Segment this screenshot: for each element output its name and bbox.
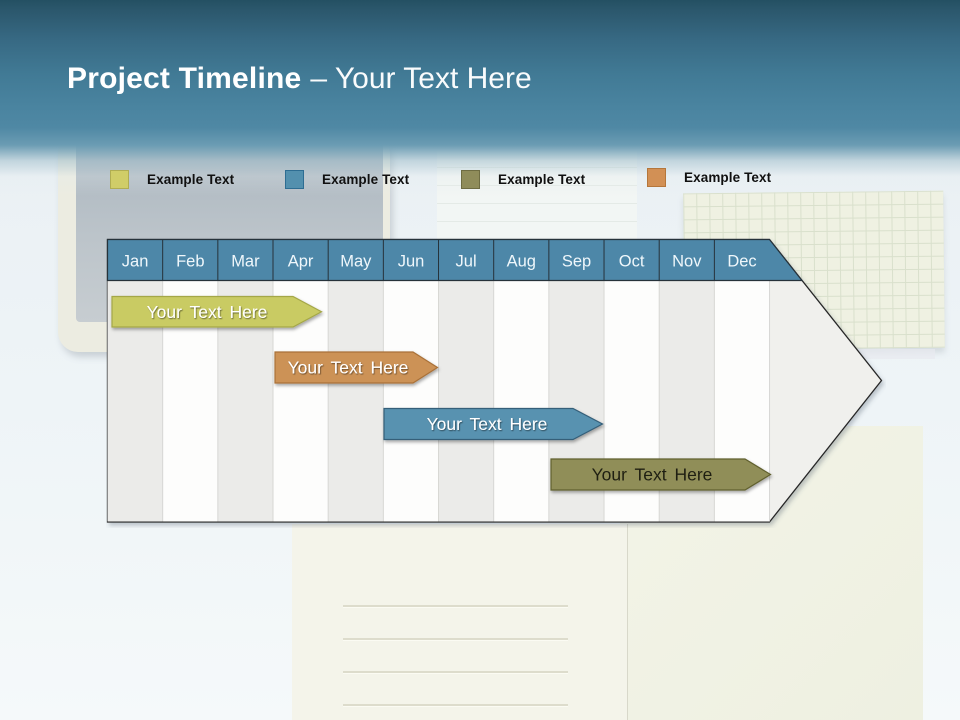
bar-arrow-green [111,295,323,328]
timeline-bar-orange: Your Text Here [274,351,439,384]
month-label: Nov [672,253,702,271]
bar-arrow-olive [550,458,772,491]
note-ruled-line [343,671,568,674]
bar-label: Your Text Here [288,357,409,377]
legend-label: Example Text [147,172,235,187]
timeline-chart: Jan Feb Mar Apr May Jun Jul Aug Sep Oct … [106,238,883,523]
title-band [0,0,960,196]
title-main: Project Timeline [67,62,302,95]
legend-swatch-blue [285,170,304,189]
bar-arrow-blue [383,407,604,441]
month-label: Mar [231,253,260,271]
legend-swatch-olive [461,170,480,189]
legend-label: Example Text [684,170,772,185]
month-label: Dec [727,253,756,271]
month-label: Oct [619,253,645,271]
bar-arrow-orange [274,351,439,384]
month-label: Jan [122,253,149,271]
bar-label: Your Text Here [427,414,548,434]
month-label: May [340,253,372,271]
month-label: Jul [456,253,477,271]
background-bottom-note-sheet [292,524,628,720]
month-header: Jan Feb Mar Apr May Jun Jul Aug Sep Oct … [106,238,804,282]
bar-label: Your Text Here [147,302,268,322]
timeline-bar-olive: Your Text Here [550,458,772,491]
note-ruled-line [343,638,568,641]
month-label: Aug [507,253,536,271]
bar-label: Your Text Here [592,464,713,484]
timeline-bar-green: Your Text Here [111,295,323,328]
title-suffix: – Your Text Here [310,62,532,95]
legend-swatch-green [110,170,129,189]
legend-item: Example Text [110,170,234,189]
legend-label: Example Text [498,172,586,187]
slide-title: Project Timeline– Your Text Here [67,60,532,98]
note-ruled-line [343,704,568,707]
legend-label: Example Text [322,172,410,187]
legend-item: Example Text [285,170,409,189]
legend-swatch-orange [647,168,666,187]
month-label: Sep [562,253,591,271]
month-label: Jun [398,253,425,271]
legend-item: Example Text [461,170,585,189]
month-label: Feb [176,253,204,271]
legend-item: Example Text [647,168,771,187]
note-ruled-line [343,605,568,608]
timeline-bar-blue: Your Text Here [383,407,604,441]
month-label: Apr [288,253,314,271]
